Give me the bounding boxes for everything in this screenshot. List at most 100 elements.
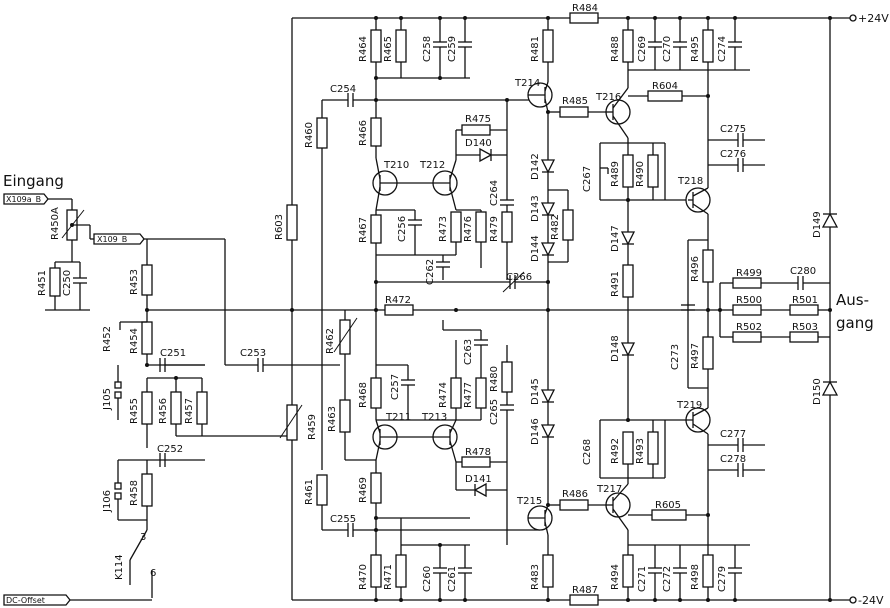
label-r493: R493 [635,438,646,464]
label-r450a: R450A [50,207,61,240]
resistor-r461 [316,474,328,506]
label-r481: R481 [530,36,541,62]
label-c256: C256 [397,216,408,242]
resistor-r467 [370,214,382,244]
label-r490: R490 [635,161,646,187]
output-label-line2: gang [836,314,874,332]
resistor-r483 [542,554,554,588]
resistor-r456 [170,391,182,425]
resistor-r493 [647,431,659,465]
resistor-r479 [501,211,513,243]
resistor-r497 [702,336,714,370]
resistor-r492 [622,431,634,465]
resistor-r605 [651,509,687,521]
label-c276: C276 [720,149,746,160]
resistor-r491 [622,264,634,298]
jumper-j106 [114,482,122,490]
resistor-r476 [475,211,487,243]
label-r604: R604 [652,81,678,92]
transistor-t211 [372,419,398,461]
diode-d144 [540,242,556,257]
transistor-t214 [527,81,553,113]
label-c250: C250 [62,270,73,296]
label-r453: R453 [129,269,140,295]
label-r455: R455 [129,398,140,424]
resistor-r482 [562,209,574,241]
label-r476: R476 [463,216,474,242]
label-c251: C251 [160,348,186,359]
label-r498: R498 [690,564,701,590]
resistor-r487 [569,594,599,606]
label-r464: R464 [358,36,369,62]
label-r483: R483 [530,564,541,590]
label-r452: R452 [102,326,113,352]
label-r478: R478 [465,447,491,458]
label-r467: R467 [358,217,369,243]
label-c267: C267 [582,166,593,192]
resistor-r454 [141,321,153,355]
label-r472: R472 [385,295,411,306]
label-r465: R465 [383,36,394,62]
resistor-r457 [196,391,208,425]
label-r459: R459 [307,414,318,440]
resistor-r500 [732,304,762,316]
diode-d142 [540,159,556,174]
resistor-r486 [559,499,589,511]
resistor-r478 [461,456,491,468]
label-d144: D144 [530,235,541,262]
label-r497: R497 [690,343,701,369]
label-c272: C272 [662,566,673,592]
label-c271: C271 [637,566,648,592]
resistor-r465 [395,29,407,63]
label-r491: R491 [610,271,621,297]
label-c263: C263 [463,339,474,365]
resistor-r604 [647,90,683,102]
resistor-r503 [789,331,819,343]
label-t215: T215 [516,496,542,507]
label-r486: R486 [562,489,588,500]
label-d140: D140 [465,138,492,149]
label-r496: R496 [690,256,701,282]
label-d147: D147 [610,225,621,252]
label-r484: R484 [572,3,598,14]
diode-d140 [479,147,493,163]
resistor-r460 [316,117,328,149]
junction-dots [70,16,832,602]
label-r500: R500 [736,295,762,306]
label-r469: R469 [358,477,369,503]
label-r458: R458 [129,480,140,506]
diode-d149 [821,212,839,228]
resistor-r472 [384,304,414,316]
label-r461: R461 [304,479,315,505]
label-k114-pin6: 6 [150,568,156,579]
label-d148: D148 [610,335,621,362]
transistor-t217 [605,483,631,531]
transistor-t215 [527,504,553,536]
diode-d143 [540,202,556,217]
label-j105: J105 [102,388,113,411]
label-t214: T214 [514,78,540,89]
transistor-t219 [665,407,711,435]
diode-d148 [620,342,636,357]
label-c269: C269 [637,36,648,62]
resistor-r470 [370,554,382,588]
label-k114-pin3: 3 [140,532,146,543]
diode-d146 [540,424,556,439]
label-r477: R477 [463,382,474,408]
rail-pos-label: +24V [858,12,889,25]
label-t216: T216 [595,92,621,103]
resistor-r453 [141,264,153,296]
resistor-r468 [370,377,382,409]
label-r503: R503 [792,322,818,333]
label-c266: C266 [506,272,532,283]
resistor-r471 [395,554,407,588]
label-x109b: X109_B [97,235,127,244]
label-r463: R463 [327,406,338,432]
resistor-r499 [732,277,762,289]
resistor-r490 [647,154,659,188]
resistor-r466 [370,117,382,147]
diode-d147 [620,231,636,246]
input-connector-a [3,193,49,205]
label-r485: R485 [562,96,588,107]
